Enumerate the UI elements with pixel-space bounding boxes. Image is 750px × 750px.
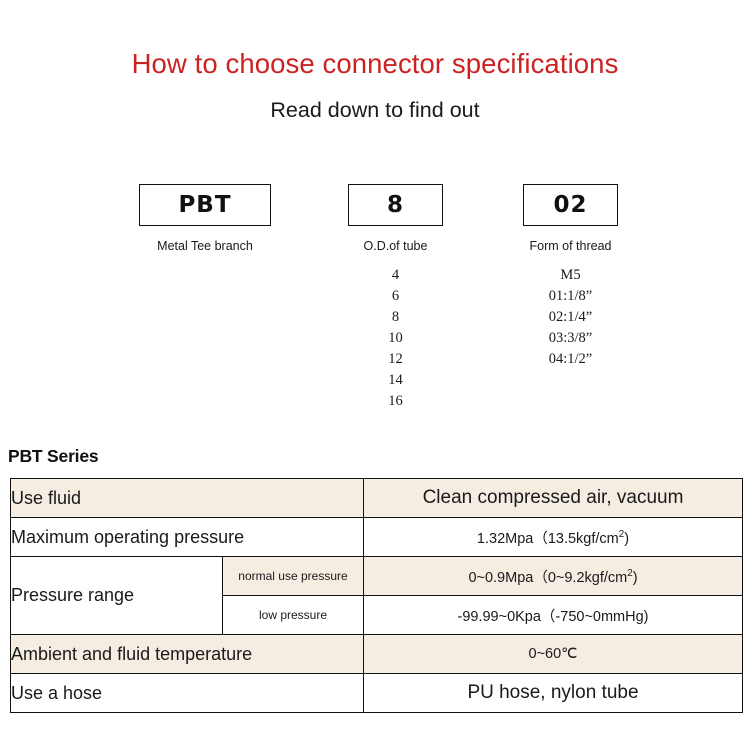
code-box-tube-value: 8 (386, 192, 404, 218)
code-box-thread-value: 02 (553, 192, 588, 218)
code-column-series: PBT Metal Tee branch (139, 184, 271, 265)
cell-value-temperature: 0~60℃ (363, 634, 743, 674)
code-box-series: PBT (139, 184, 271, 226)
cell-label-max-pressure: Maximum operating pressure (10, 517, 364, 557)
max-pressure-suffix: ) (624, 530, 630, 547)
table-row-max-pressure: Maximum operating pressure 1.32Mpa（13.5k… (10, 517, 743, 557)
code-options-tube: 4 6 8 10 12 14 16 (348, 265, 443, 412)
code-option-item: 01:1/8” (548, 288, 593, 304)
code-option-item: 4 (391, 267, 400, 283)
code-option-item: 8 (391, 309, 400, 325)
code-box-thread: 02 (523, 184, 618, 226)
cell-value-max-pressure: 1.32Mpa（13.5kgf/cm2) (363, 517, 743, 557)
table-row-use-fluid: Use fluid Clean compressed air, vacuum (10, 478, 743, 518)
cell-value-hose: PU hose, nylon tube (363, 673, 743, 713)
cell-value-low-pressure: -99.99~0Kpa（-750~0mmHg) (363, 595, 743, 635)
code-option-item: 03:3/8” (548, 330, 593, 346)
cell-label-use-fluid: Use fluid (10, 478, 364, 518)
spec-table: Use fluid Clean compressed air, vacuum M… (10, 478, 743, 713)
table-row-pressure-normal: Pressure range normal use pressure 0~0.9… (10, 556, 743, 635)
code-caption-series: Metal Tee branch (157, 239, 253, 253)
code-option-item: M5 (560, 267, 581, 283)
code-column-thread: 02 Form of thread M5 01:1/8” 02:1/4” 03:3/8… (523, 184, 618, 370)
normal-pressure-suffix: ) (632, 569, 638, 586)
code-column-tube: 8 O.D.of tube 4 6 8 10 12 14 16 (348, 184, 443, 412)
cell-value-normal-use-pressure: 0~0.9Mpa（0~9.2kgf/cm2) (363, 556, 743, 596)
code-option-item: 16 (388, 393, 403, 409)
code-caption-thread: Form of thread (529, 239, 612, 253)
code-option-item: 10 (388, 330, 403, 346)
max-pressure-prefix: 1.32Mpa（13.5kgf/cm (476, 530, 619, 547)
code-box-series-value: PBT (178, 192, 232, 218)
normal-pressure-sup: 2 (627, 567, 633, 579)
normal-pressure-prefix: 0~0.9Mpa（0~9.2kgf/cm (468, 569, 628, 586)
spec-table-container: Use fluid Clean compressed air, vacuum M… (10, 478, 743, 713)
cell-label-temperature: Ambient and fluid temperature (10, 634, 364, 674)
code-options-thread: M5 01:1/8” 02:1/4” 03:3/8” 04:1/2” (523, 265, 618, 370)
code-option-item: 04:1/2” (548, 351, 593, 367)
table-row-temperature: Ambient and fluid temperature 0~60℃ (10, 634, 743, 674)
cell-label-pressure-range: Pressure range (10, 556, 223, 635)
code-box-tube: 8 (348, 184, 443, 226)
page-subtitle: Read down to find out (270, 98, 480, 122)
cell-sublabel-normal-use-pressure: normal use pressure (222, 556, 364, 596)
code-breakdown-section: PBT Metal Tee branch 8 O.D.of tube 4 6 8 10… (0, 184, 750, 424)
max-pressure-sup: 2 (618, 528, 625, 540)
cell-sublabel-low-pressure: low pressure (222, 595, 364, 635)
cell-value-use-fluid: Clean compressed air, vacuum (363, 478, 743, 518)
spec-table-heading: PBT Series (8, 446, 99, 466)
cell-label-hose: Use a hose (10, 673, 364, 713)
code-option-item: 02:1/4” (548, 309, 593, 325)
page-title: How to choose connector specifications (131, 48, 619, 79)
table-row-hose: Use a hose PU hose, nylon tube (10, 673, 743, 713)
code-option-item: 12 (388, 351, 403, 367)
code-option-item: 6 (391, 288, 400, 304)
code-option-item: 14 (388, 372, 403, 388)
code-caption-tube: O.D.of tube (363, 239, 428, 253)
